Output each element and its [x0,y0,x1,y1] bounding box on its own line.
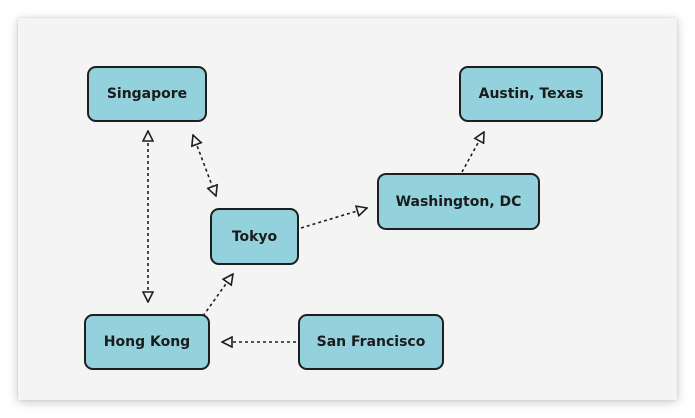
edge-singapore-tokyo [193,135,216,196]
node-label: San Francisco [316,334,426,350]
node-label: Hong Kong [103,334,191,350]
edge-hongkong-tokyo [202,274,233,317]
node-label: Tokyo [231,228,278,245]
node-hong-kong[interactable]: Hong Kong [84,314,210,370]
node-label: Washington, DC [395,193,522,210]
node-washington-dc[interactable]: Washington, DC [377,173,540,230]
edge-tokyo-washington [300,208,367,229]
node-austin-texas[interactable]: Austin, Texas [459,66,603,122]
node-singapore[interactable]: Singapore [87,66,207,122]
node-label: Austin, Texas [478,86,584,102]
edge-washington-austin [461,132,484,173]
node-label: Singapore [106,86,188,102]
node-san-francisco[interactable]: San Francisco [298,314,444,370]
node-tokyo[interactable]: Tokyo [210,208,299,265]
